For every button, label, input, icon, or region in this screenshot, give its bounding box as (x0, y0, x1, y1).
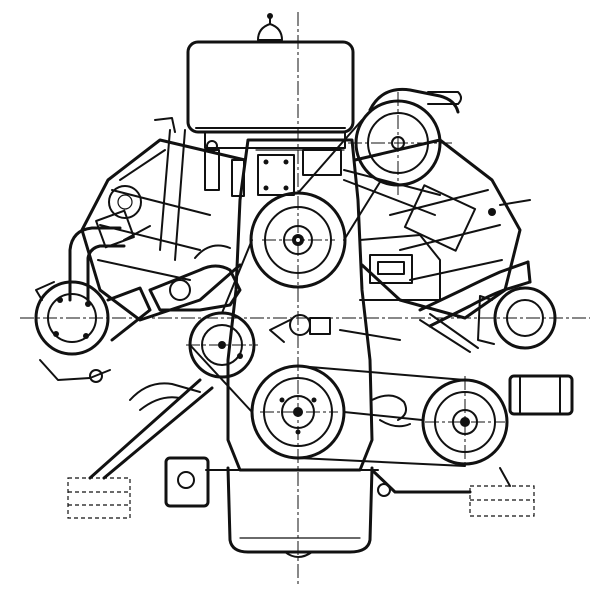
hoses-and-rods (129, 313, 479, 428)
oil-sump (221, 466, 379, 558)
distributor-and-intake (148, 117, 245, 312)
left-accessory-pump (34, 280, 152, 383)
top-reservoir-tank (186, 40, 355, 149)
right-engine-mount (370, 467, 535, 517)
left-engine-mount (67, 378, 233, 519)
filler-cap (257, 13, 283, 41)
centre-lines (20, 12, 590, 585)
water-pump-pulley (249, 191, 347, 289)
right-exhaust-pipe (418, 260, 532, 328)
right-cylinder-bank (353, 138, 531, 320)
alternator (348, 87, 462, 195)
drive-belts (189, 119, 466, 467)
fuel-pump-bracket (269, 234, 441, 343)
left-exhaust-manifold (68, 225, 151, 302)
accessory-pulley-right (421, 376, 509, 468)
left-cylinder-bank (80, 138, 247, 322)
right-accessory-starter (477, 286, 574, 416)
idler-pulley-left (186, 311, 258, 379)
